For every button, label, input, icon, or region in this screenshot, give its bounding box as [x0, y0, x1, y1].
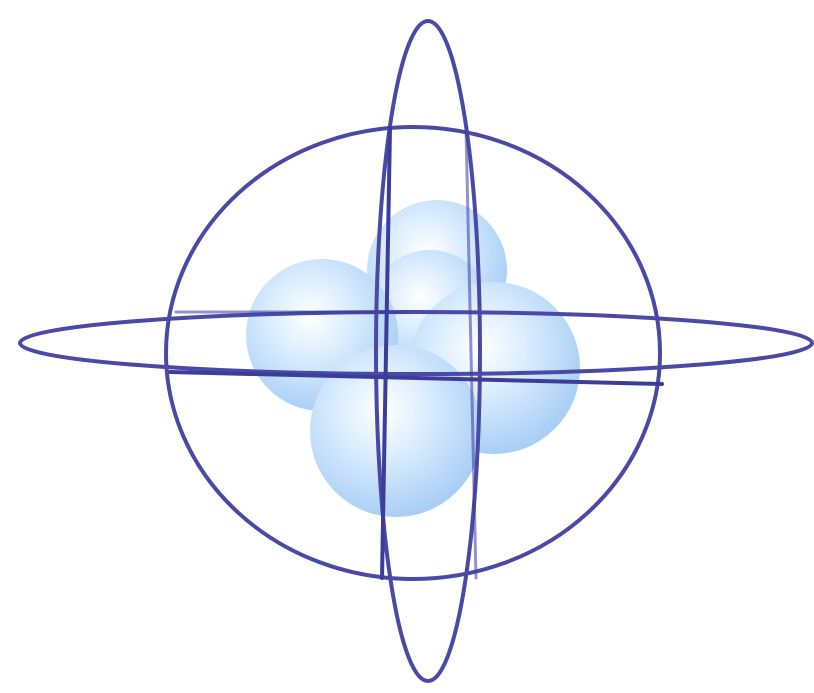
nucleus-sphere-front — [310, 345, 482, 517]
nucleus — [246, 200, 580, 517]
